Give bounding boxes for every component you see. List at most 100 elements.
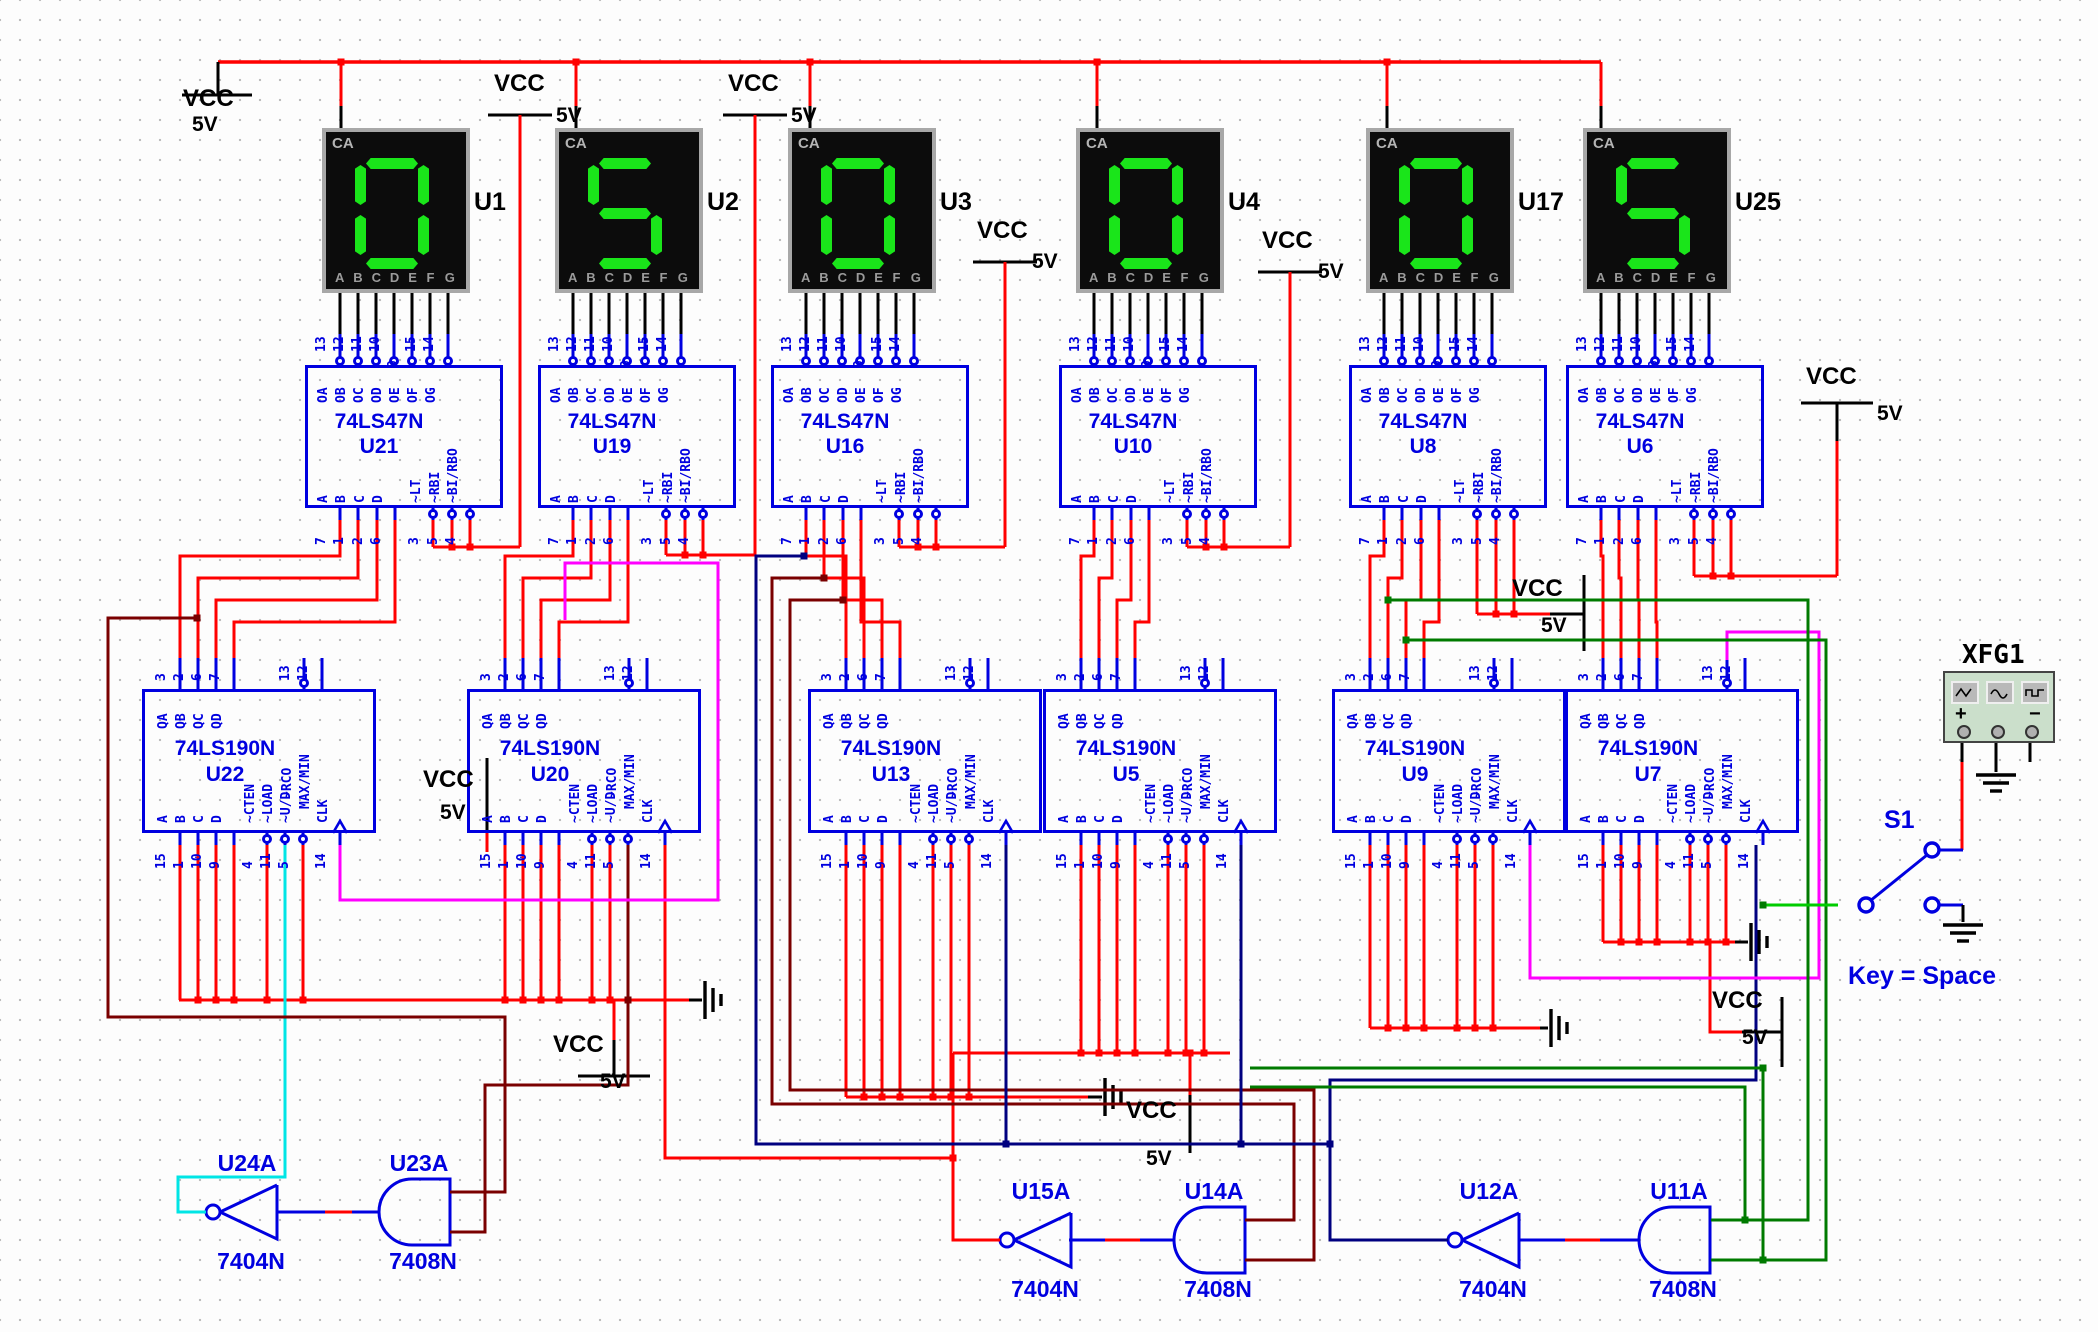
pin-terminal[interactable] — [1487, 356, 1497, 366]
pin-terminal[interactable] — [837, 356, 847, 366]
pin-terminal[interactable] — [894, 509, 904, 519]
bcd-wire[interactable] — [1386, 520, 1404, 658]
ground-symbol[interactable] — [1549, 1009, 1569, 1047]
pin-terminal[interactable] — [931, 509, 941, 519]
ic-74ls190n-u7[interactable] — [1565, 689, 1799, 833]
pin-terminal[interactable] — [407, 356, 417, 366]
pin-terminal[interactable] — [1596, 356, 1606, 366]
pin-terminal[interactable] — [946, 834, 956, 844]
xfg1-plus-terminal[interactable] — [1957, 725, 1971, 739]
pin-terminal[interactable] — [1161, 356, 1171, 366]
pin-terminal[interactable] — [855, 356, 865, 366]
pin-terminal[interactable] — [465, 509, 475, 519]
bcd-wire[interactable] — [1079, 520, 1096, 658]
ic-74ls190n-u13[interactable] — [808, 689, 1042, 833]
pin-terminal[interactable] — [1472, 509, 1482, 519]
pin-terminal[interactable] — [604, 356, 614, 366]
pin-terminal[interactable] — [1650, 356, 1660, 366]
clock-symbol[interactable] — [997, 818, 1015, 834]
pin-terminal[interactable] — [873, 356, 883, 366]
pin-terminal[interactable] — [262, 834, 272, 844]
triangle-wave-icon[interactable] — [1951, 681, 1979, 704]
and-gate-body[interactable] — [377, 1177, 452, 1247]
ground-symbol[interactable] — [1749, 923, 1769, 961]
pin-terminal[interactable] — [1704, 356, 1714, 366]
pin-terminal[interactable] — [428, 509, 438, 519]
wire[interactable] — [1328, 845, 1758, 1144]
pin-terminal[interactable] — [1703, 834, 1713, 844]
bcd-wire[interactable] — [1097, 520, 1114, 658]
wire[interactable] — [663, 845, 953, 1160]
pin-terminal[interactable] — [698, 509, 708, 519]
ic-74ls47n-u10[interactable] — [1059, 365, 1257, 508]
pin-terminal[interactable] — [640, 356, 650, 366]
not-gate-body[interactable] — [216, 1183, 279, 1242]
pin-terminal[interactable] — [622, 356, 632, 366]
ground-symbol[interactable] — [1943, 923, 1983, 943]
pin-terminal[interactable] — [1125, 356, 1135, 366]
pin-terminal[interactable] — [1689, 509, 1699, 519]
switch-contact[interactable] — [1923, 896, 1941, 914]
pin-terminal[interactable] — [1182, 509, 1192, 519]
ic-74ls47n-u8[interactable] — [1349, 365, 1547, 508]
pin-terminal[interactable] — [605, 834, 615, 844]
bcd-wire[interactable] — [178, 520, 342, 658]
ground-symbol[interactable] — [1103, 1078, 1123, 1116]
xfg1-minus-terminal[interactable] — [2025, 725, 2039, 739]
bcd-wire[interactable] — [1599, 520, 1605, 658]
ic-74ls190n-u9[interactable] — [1332, 689, 1566, 833]
ic-74ls190n-u20[interactable] — [467, 689, 701, 833]
switch-contact[interactable] — [1857, 896, 1875, 914]
wire[interactable] — [770, 576, 1296, 1222]
pin-terminal[interactable] — [661, 509, 671, 519]
pin-terminal[interactable] — [928, 834, 938, 844]
pin-terminal[interactable] — [1685, 834, 1695, 844]
bcd-wire[interactable] — [557, 520, 630, 658]
pin-terminal[interactable] — [1721, 834, 1731, 844]
pin-terminal[interactable] — [298, 834, 308, 844]
ic-74ls47n-u19[interactable] — [538, 365, 736, 508]
wire[interactable] — [1328, 1144, 1448, 1242]
pin-terminal[interactable] — [371, 356, 381, 366]
wire[interactable] — [1528, 630, 1821, 980]
ic-74ls47n-u6[interactable] — [1566, 365, 1764, 508]
ground-symbol[interactable] — [703, 981, 723, 1019]
pin-terminal[interactable] — [1632, 356, 1642, 366]
bcd-wire[interactable] — [232, 520, 397, 658]
pin-terminal[interactable] — [389, 356, 399, 366]
pin-terminal[interactable] — [680, 509, 690, 519]
ic-74ls190n-u5[interactable] — [1043, 689, 1277, 833]
pin-terminal[interactable] — [299, 678, 309, 688]
load-wire[interactable] — [176, 845, 287, 1214]
bcd-wire[interactable] — [521, 520, 593, 658]
pin-terminal[interactable] — [1143, 356, 1153, 366]
pin-terminal[interactable] — [1433, 356, 1443, 366]
wire[interactable] — [106, 616, 507, 1194]
pin-terminal[interactable] — [964, 834, 974, 844]
clock-symbol[interactable] — [1754, 818, 1772, 834]
pin-terminal[interactable] — [1614, 356, 1624, 366]
not-gate-body[interactable] — [1010, 1211, 1073, 1270]
ground-symbol[interactable] — [1976, 773, 2016, 793]
pin-terminal[interactable] — [676, 356, 686, 366]
pin-terminal[interactable] — [1708, 509, 1718, 519]
and-gate-body[interactable] — [1637, 1205, 1712, 1275]
clock-symbol[interactable] — [1521, 818, 1539, 834]
bcd-wire[interactable] — [1654, 520, 1659, 658]
pin-terminal[interactable] — [1379, 356, 1389, 366]
pin-terminal[interactable] — [443, 356, 453, 366]
bcd-wire[interactable] — [1115, 520, 1133, 658]
pin-terminal[interactable] — [1686, 356, 1696, 366]
pin-terminal[interactable] — [335, 356, 345, 366]
wire[interactable] — [1388, 598, 1810, 1222]
wire[interactable] — [1250, 1085, 1747, 1220]
pin-terminal[interactable] — [1469, 356, 1479, 366]
pin-terminal[interactable] — [1470, 834, 1480, 844]
wire[interactable] — [951, 1158, 1000, 1242]
bcd-wire[interactable] — [1368, 520, 1386, 658]
